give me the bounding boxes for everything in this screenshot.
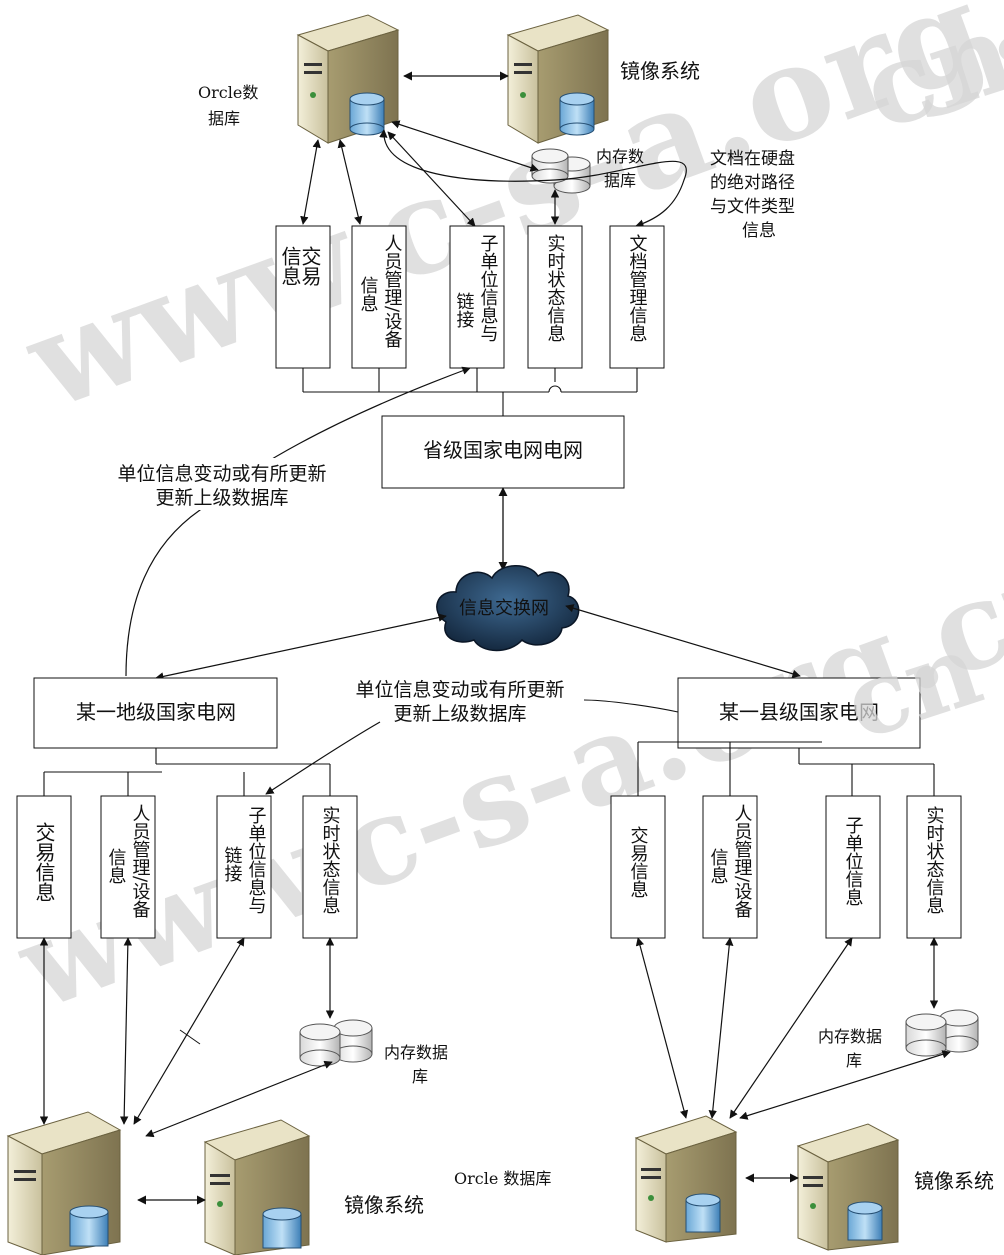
info-box-trade-top: 交易 信息: [275, 225, 331, 369]
doc-path-note: 文档在硬盘 的绝对路径 与文件类型 信息: [710, 149, 795, 241]
cloud-label: 信息交换网: [459, 598, 549, 619]
info-box-realtime-left: 实时状态信息: [302, 795, 358, 939]
update-line-county: [583, 699, 679, 713]
update-note-line: 更新上级数据库: [393, 703, 526, 725]
arrow-trade-right: [635, 937, 689, 1119]
memory-db-label-top-line1: 内存数: [596, 147, 644, 166]
memory-db-label-top-line2: 据库: [604, 171, 636, 190]
info-box-trade-left: 交易信息: [16, 795, 72, 939]
info-box-text: 人员管理/设备: [382, 234, 403, 348]
bus-left: [43, 748, 331, 796]
database-icon: [69, 1205, 109, 1247]
doc-path-note-line: 信息: [742, 221, 776, 241]
arrow-staff-right: [708, 937, 734, 1119]
info-box-staff-top: 人员管理/设备 信息: [351, 225, 407, 369]
info-box-text: 人员管理/设备: [130, 804, 151, 918]
info-box-text: 信息: [278, 246, 302, 286]
info-box-subunit-right: 子单位信息: [825, 795, 881, 939]
mirror-system-label-top: 镜像系统: [620, 59, 700, 83]
info-box-text: 信息: [708, 848, 729, 884]
info-box-text: 交易信息: [628, 826, 649, 898]
mirror-system-label-right: 镜像系统: [914, 1169, 994, 1193]
oracle-server-icon-left: [6, 1111, 122, 1255]
update-note-line: 更新上级数据库: [155, 487, 288, 509]
memory-db-label-left-line2: 库: [412, 1067, 428, 1086]
info-box-text: 链接: [454, 292, 475, 329]
watermark-text-top: www.c-s-a.org.cn: [6, 0, 1004, 440]
database-icon: [685, 1193, 721, 1233]
oracle-server-icon: [296, 14, 400, 144]
info-box-text: 交易信息: [32, 822, 56, 902]
info-box-text: 实时状态信息: [924, 806, 945, 914]
oracle-db-label-left: Orcle 数据库: [454, 1169, 551, 1188]
info-box-staff-left: 人员管理/设备 信息: [100, 795, 156, 939]
database-icon: [262, 1207, 302, 1249]
database-icon: [847, 1201, 883, 1241]
bus-top: [302, 368, 638, 416]
oracle-db-label-line2: 据库: [208, 109, 240, 128]
county-grid-label: 某一县级国家电网: [719, 700, 879, 724]
info-box-subunit-top: 子单位信息与 链接: [449, 225, 505, 369]
info-box-text: 子单位信息: [843, 816, 864, 906]
doc-path-note-line: 与文件类型: [710, 197, 795, 217]
database-icon: [559, 92, 595, 136]
info-box-text: 信息: [106, 848, 127, 884]
county-grid-node: 某一县级国家电网: [677, 677, 921, 749]
update-arrow-top: [125, 366, 471, 677]
mirror-server-icon-left: [203, 1119, 311, 1255]
update-note-line: 单位信息变动或有所更新: [117, 463, 326, 485]
memory-db-label-right-line2: 库: [846, 1051, 862, 1070]
oracle-db-label-line1: Orcle数: [198, 83, 258, 102]
arrow-server-staff: [337, 139, 363, 225]
update-note-top: 单位信息变动或有所更新 更新上级数据库: [92, 458, 352, 510]
update-note-line: 单位信息变动或有所更新: [355, 679, 564, 701]
memory-db-label-right-line1: 内存数据: [818, 1027, 882, 1046]
arrow-server-trade: [300, 139, 321, 225]
update-arrow-left: [265, 721, 381, 795]
memory-db-icon-right: [905, 1009, 979, 1057]
info-box-text: 信息: [358, 276, 379, 312]
info-box-text: 链接: [222, 846, 243, 883]
arrow-staff-left: [119, 937, 133, 1125]
update-note-left: 单位信息变动或有所更新 更新上级数据库: [355, 679, 564, 725]
arrow-cloud-prefecture: [155, 613, 447, 681]
info-box-text: 子单位信息与: [246, 806, 267, 914]
cloud-icon: 信息交换网: [436, 565, 580, 652]
info-box-subunit-left: 子单位信息与 链接: [216, 795, 272, 939]
info-box-text: 实时状态信息: [545, 234, 566, 342]
province-grid-node: 省级国家电网电网: [381, 415, 625, 489]
memory-db-label-left-line1: 内存数据: [384, 1043, 448, 1062]
mirror-system-label-left: 镜像系统: [344, 1193, 424, 1217]
info-box-text: 人员管理/设备: [732, 804, 753, 918]
memory-db-icon-left: [299, 1019, 373, 1067]
arrow-memdb-server-left: [145, 1060, 333, 1138]
mirror-server-icon: [506, 14, 610, 144]
info-box-text: 文档管理信息: [627, 234, 648, 342]
info-box-staff-right: 人员管理/设备 信息: [702, 795, 758, 939]
info-box-text: 交易: [298, 246, 322, 287]
province-grid-label: 省级国家电网电网: [423, 438, 583, 462]
arrow-cloud-county: [565, 604, 801, 678]
prefecture-grid-node: 某一地级国家电网: [33, 677, 278, 749]
bus-right: [637, 741, 935, 796]
arrow-memdb-server-right: [739, 1050, 951, 1120]
database-icon: [349, 92, 385, 136]
prefecture-grid-label: 某一地级国家电网: [76, 700, 236, 724]
info-box-text: 子单位信息与: [478, 234, 499, 342]
info-box-text: 实时状态信息: [320, 806, 341, 914]
arrow-server-doc: [379, 129, 687, 228]
info-box-doc-top: 文档管理信息: [609, 225, 665, 369]
info-box-realtime-right: 实时状态信息: [906, 795, 962, 939]
info-box-trade-right: 交易信息: [610, 795, 666, 939]
doc-path-note-line: 的绝对路径: [710, 173, 795, 193]
doc-path-note-line: 文档在硬盘: [710, 149, 795, 169]
info-box-realtime-top: 实时状态信息: [527, 225, 583, 369]
mirror-server-icon-right: [796, 1123, 900, 1251]
oracle-server-icon-right: [634, 1115, 738, 1243]
